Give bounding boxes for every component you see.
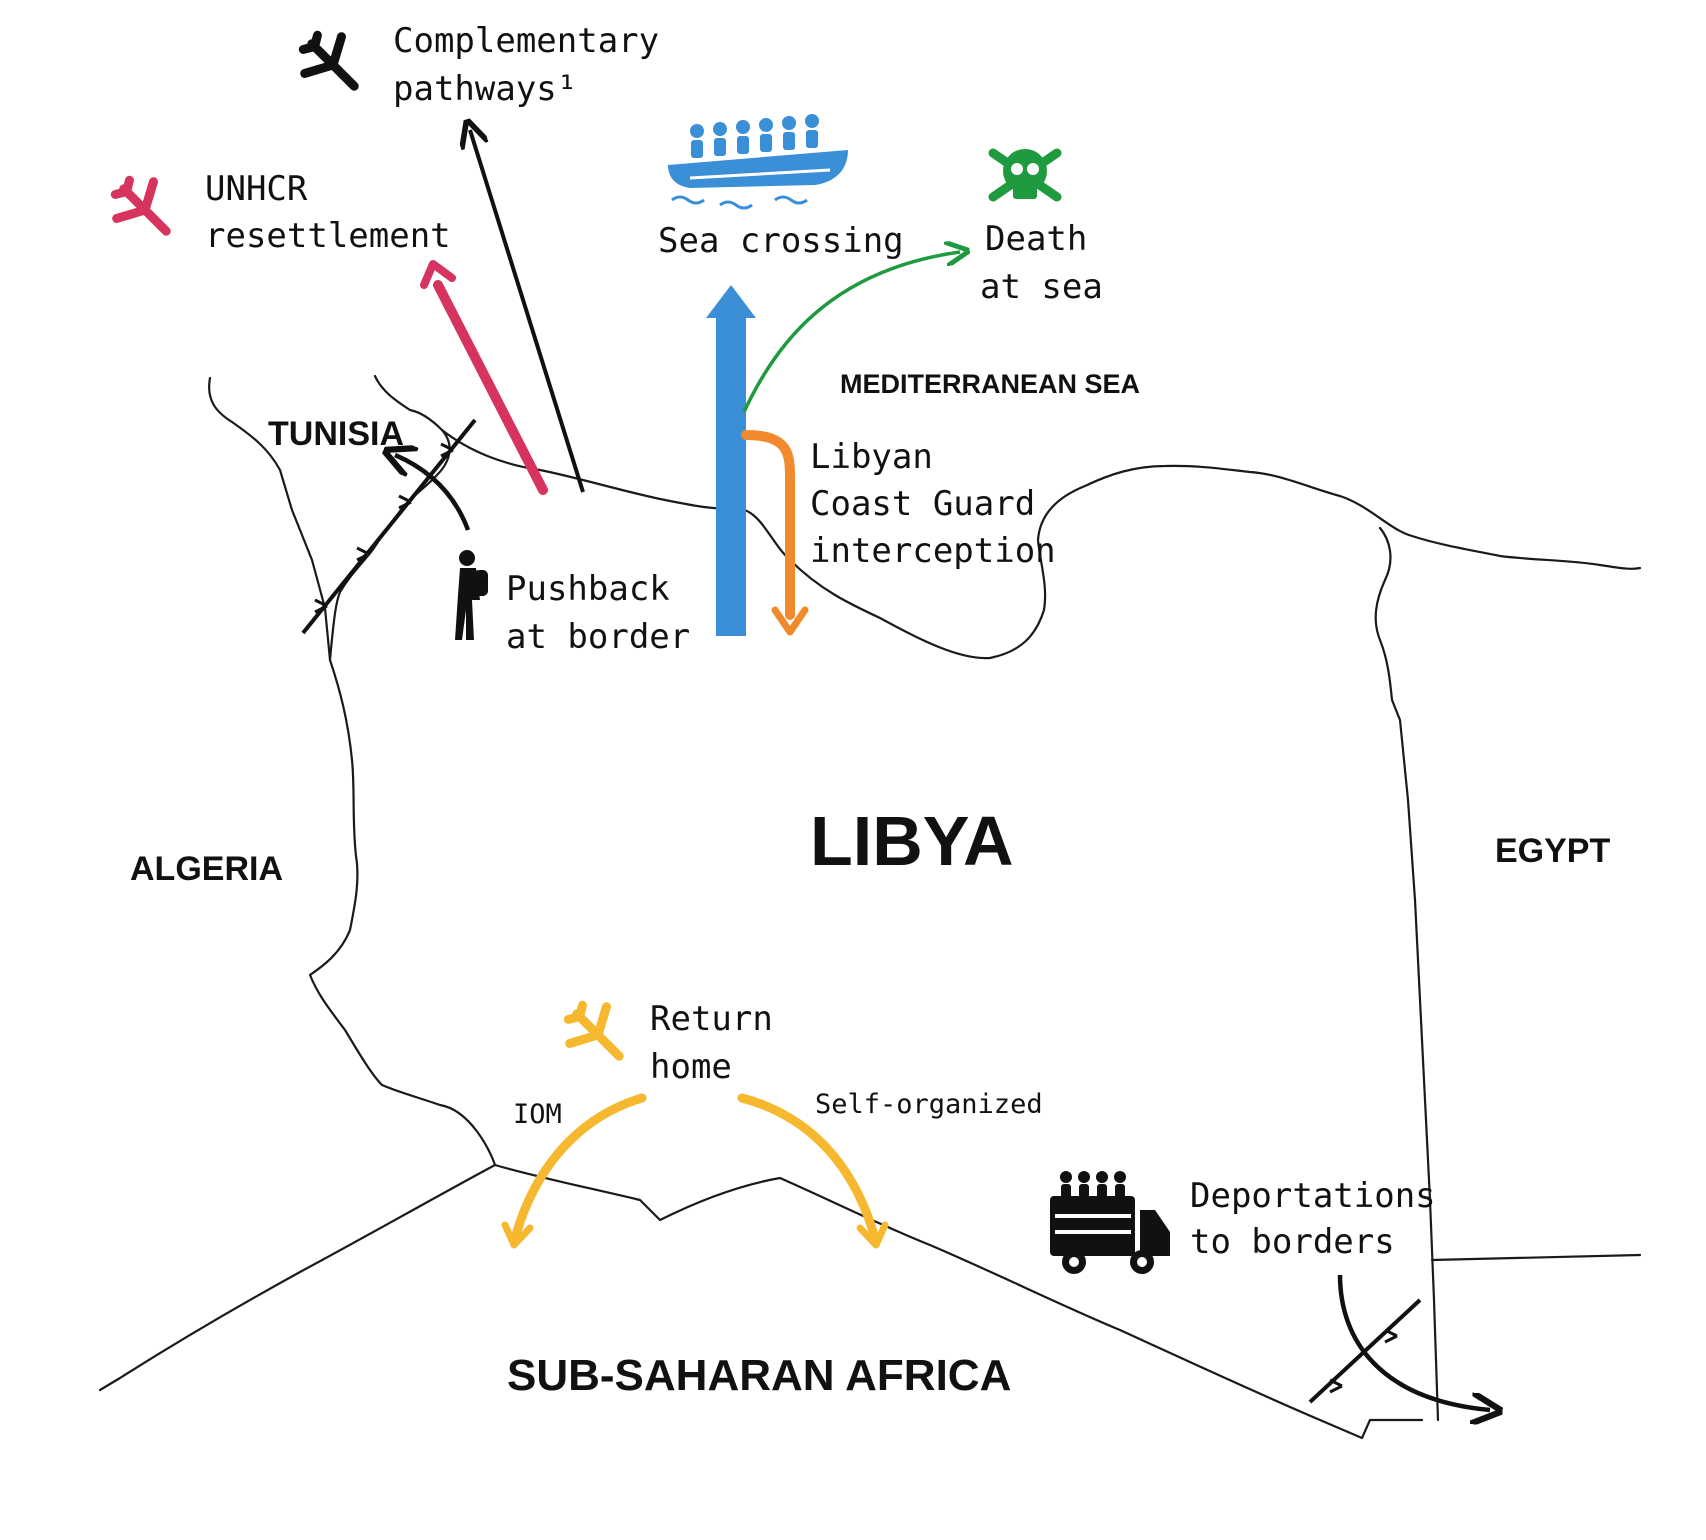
return-home-label-1: Return — [650, 999, 773, 1039]
tunisia-coast — [328, 374, 451, 662]
complementary-pathways-route: Complementary pathways¹ — [298, 21, 659, 493]
complementary-label-2: pathways¹ — [393, 69, 577, 109]
airplane-icon — [563, 1000, 624, 1061]
deportations-label-2: to borders — [1190, 1222, 1395, 1262]
walking-person-icon — [455, 550, 488, 640]
airplane-icon — [298, 30, 359, 91]
return-home-self-organized-label: Self-organized — [815, 1089, 1043, 1120]
unhcr-label-2: resettlement — [205, 216, 451, 256]
sea-crossing-label: Sea crossing — [658, 221, 904, 261]
southern-border — [493, 1163, 1424, 1440]
libya-coast — [440, 428, 1642, 660]
truck-icon — [1050, 1171, 1170, 1274]
return-home-label-2: home — [650, 1047, 732, 1087]
egypt-libya-border — [1374, 526, 1440, 1422]
deportations-label-1: Deportations — [1190, 1176, 1436, 1216]
tunisia-west-border — [208, 376, 332, 662]
label-tunisia: TUNISIA — [268, 415, 404, 453]
borders — [98, 374, 1642, 1440]
barbed-wire — [301, 418, 477, 635]
airplane-icon — [110, 175, 171, 236]
unhcr-resettlement-route: UNHCR resettlement — [110, 169, 548, 495]
east-border — [1430, 1253, 1642, 1262]
pushback-label-2: at border — [506, 617, 690, 657]
algeria-libya-border — [308, 658, 497, 1167]
boat-icon — [668, 114, 848, 210]
label-egypt: EGYPT — [1495, 832, 1610, 870]
unhcr-label-1: UNHCR — [205, 169, 308, 209]
label-algeria: ALGERIA — [130, 850, 283, 888]
coast-guard-label-3: interception — [810, 531, 1056, 571]
southwest-border — [98, 1163, 497, 1392]
pushback-route: Pushback at border — [301, 418, 690, 657]
death-label-2: at sea — [980, 267, 1103, 307]
label-subsaharan-africa: SUB-SAHARAN AFRICA — [507, 1351, 1011, 1400]
complementary-label-1: Complementary — [393, 21, 659, 61]
label-libya: LIBYA — [810, 802, 1014, 880]
label-mediterranean-sea: MEDITERRANEAN SEA — [840, 369, 1140, 399]
return-home-iom-label: IOM — [513, 1099, 562, 1130]
return-home-route: Return home IOM Self-organized — [501, 999, 1043, 1249]
coast-guard-interception-route: Libyan Coast Guard interception — [741, 430, 1056, 636]
pushback-label-1: Pushback — [506, 569, 670, 609]
death-label-1: Death — [985, 219, 1087, 259]
skull-crossbones-icon — [988, 148, 1062, 202]
sea-crossing-route: Sea crossing — [658, 114, 904, 636]
deportations-route: Deportations to borders — [1050, 1171, 1490, 1410]
coast-guard-label-2: Coast Guard — [810, 484, 1035, 524]
death-at-sea-route: Death at sea — [742, 148, 1103, 413]
coast-guard-label-1: Libyan — [810, 437, 933, 477]
